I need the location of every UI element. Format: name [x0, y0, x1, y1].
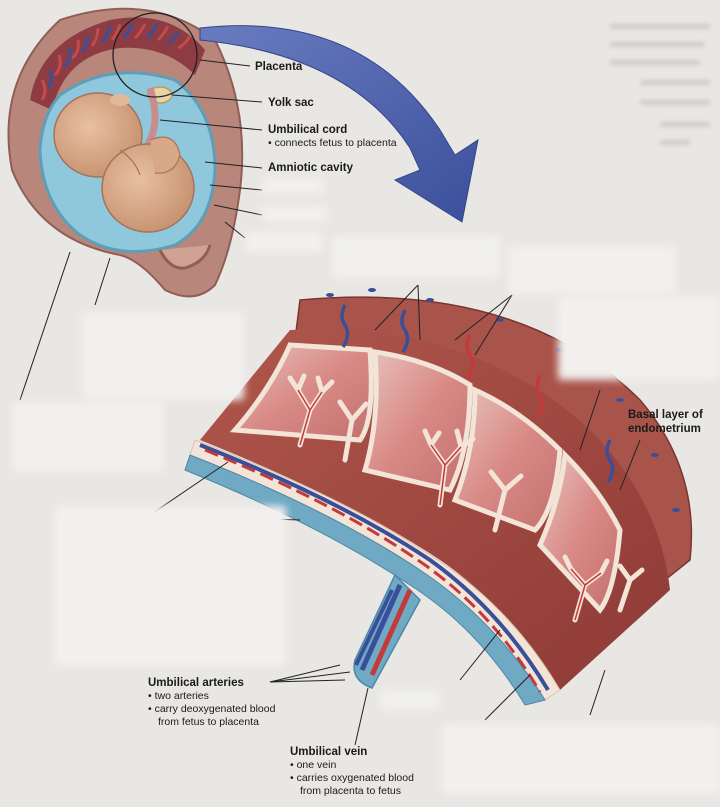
background-text-line — [610, 60, 700, 65]
background-text-line — [610, 24, 710, 29]
hidden-label-box — [380, 690, 440, 710]
intervillous-space-3 — [451, 386, 563, 533]
hidden-label-box — [262, 206, 328, 222]
label-umbilical-cord: Umbilical cord • connects fetus to place… — [268, 124, 397, 149]
fetus — [53, 92, 195, 233]
label-placenta: Placenta — [255, 61, 303, 73]
maternal-vessels — [340, 304, 615, 483]
hidden-label-box — [245, 232, 323, 252]
chorionic-artery — [199, 443, 550, 692]
placenta-villi — [40, 23, 192, 101]
cervix — [158, 244, 212, 270]
label-yolk-sac: Yolk sac — [268, 97, 314, 109]
uterus-inset — [7, 7, 244, 298]
hidden-label-box — [82, 312, 244, 400]
amnion — [184, 454, 546, 706]
hidden-label-box — [54, 506, 286, 666]
background-text-line — [660, 140, 690, 145]
background-text-line — [660, 122, 710, 127]
hidden-label-box — [442, 724, 720, 794]
hidden-label-box — [332, 236, 500, 278]
background-text-line — [640, 80, 710, 85]
label-amniotic-cavity: Amniotic cavity — [268, 162, 353, 174]
placenta-disk — [30, 17, 205, 110]
background-text-line — [640, 100, 710, 105]
hidden-label-box — [262, 178, 324, 194]
magnifier-circle — [112, 12, 198, 98]
intervillous-space-1 — [229, 342, 374, 443]
zoom-arrow — [199, 25, 479, 223]
hidden-label-box — [508, 246, 676, 294]
hidden-label-box — [558, 296, 720, 380]
intervillous-space-2 — [361, 349, 473, 493]
inset-leader-lines — [19, 59, 263, 401]
background-text-line — [610, 42, 705, 47]
label-umbilical-arteries: Umbilical arteries • two arteries • carr… — [148, 677, 276, 728]
chorionic-vein — [204, 448, 542, 693]
label-umbilical-vein: Umbilical vein • one vein • carries oxyg… — [290, 746, 414, 797]
hidden-label-box — [12, 402, 164, 472]
label-basal-layer: Basal layer of endometrium — [628, 409, 703, 435]
